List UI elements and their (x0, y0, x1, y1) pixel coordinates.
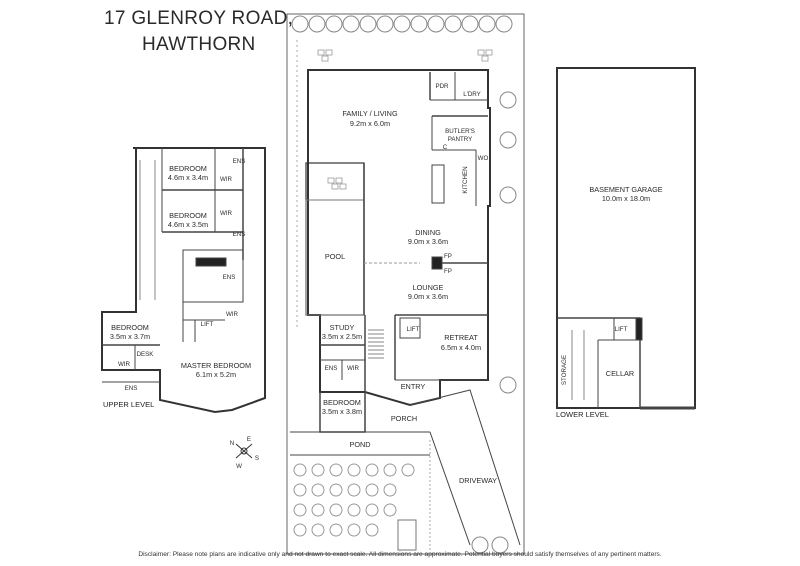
room-dining-name: DINING (415, 228, 441, 237)
label-wir-ground: WIR (347, 365, 360, 372)
side-shrubs (499, 91, 517, 394)
room-study-name: STUDY (330, 323, 355, 332)
label-ldry: L'DRY (463, 91, 481, 98)
room-retreat-dim: 6.5m x 4.0m (441, 343, 481, 352)
room-family-dim: 9.2m x 6.0m (350, 119, 390, 128)
room-bedroom1-dim: 4.6m x 3.4m (168, 173, 208, 182)
room-family-name: FAMILY / LIVING (342, 109, 398, 118)
label-ens-1: ENS (233, 158, 246, 165)
label-pond: POND (349, 440, 370, 449)
label-upper-level: UPPER LEVEL (103, 400, 154, 409)
label-fp-2: FP (444, 268, 452, 275)
label-entry: ENTRY (401, 382, 426, 391)
stairs-ground (368, 329, 384, 359)
room-bedroom3-dim: 3.5m x 3.7m (110, 332, 150, 341)
room-bedroom2-name: BEDROOM (169, 211, 207, 220)
label-butler-1: BUTLER'S (445, 128, 475, 135)
label-cellar: CELLAR (606, 369, 634, 378)
label-lower-level: LOWER LEVEL (556, 410, 609, 419)
house-outline (307, 69, 491, 407)
room-garage-name: BASEMENT GARAGE (589, 185, 662, 194)
label-ens-4: ENS (125, 385, 138, 392)
label-wir-3: WIR (226, 311, 239, 318)
label-lift-ground: LIFT (407, 326, 420, 333)
label-ens-ground: ENS (325, 365, 338, 372)
label-desk: DESK (137, 351, 155, 358)
label-c: C (443, 144, 448, 151)
property-title: 17 GLENROY ROAD, HAWTHORN (104, 6, 293, 58)
lift-shaft (399, 317, 421, 339)
disclaimer: Disclaimer: Please note plans are indica… (138, 551, 662, 558)
label-lift-upper: LIFT (201, 321, 214, 328)
room-master-dim: 6.1m x 5.2m (196, 370, 236, 379)
label-wo: WO (478, 155, 489, 162)
ensuite-upper (182, 249, 244, 303)
room-bedroom-ground-name: BEDROOM (323, 398, 361, 407)
room-lounge-name: LOUNGE (413, 283, 444, 292)
label-ens-2: ENS (233, 231, 246, 238)
label-driveway: DRIVEWAY (459, 476, 497, 485)
label-fp-1: FP (444, 253, 452, 260)
stairs-lower (571, 330, 585, 400)
label-pool: POOL (325, 252, 345, 261)
driveway-edge (409, 389, 521, 546)
label-storage: STORAGE (561, 355, 568, 385)
label-pdr: PDR (435, 83, 449, 90)
compass (235, 443, 253, 459)
room-study-dim: 3.5m x 2.5m (322, 332, 362, 341)
room-retreat-name: RETREAT (444, 333, 478, 342)
room-bedroom3-name: BEDROOM (111, 323, 149, 332)
tree-row (291, 15, 513, 33)
lower-level-plan (556, 67, 696, 410)
garage-outline (556, 67, 696, 409)
room-bedroom-ground-dim: 3.5m x 3.8m (322, 407, 362, 416)
compass-w: W (236, 463, 242, 470)
compass-e: E (247, 436, 251, 443)
label-lift-lower: LIFT (615, 326, 628, 333)
room-lounge-dim: 9.0m x 3.6m (408, 292, 448, 301)
deck-pavers (327, 177, 347, 190)
room-master-name: MASTER BEDROOM (181, 361, 251, 370)
label-porch: PORCH (391, 414, 417, 423)
labels: FAMILY / LIVING 9.2m x 6.0m PDR L'DRY BU… (103, 83, 663, 485)
compass-s: S (255, 455, 259, 462)
upper-outline (101, 147, 266, 414)
site-boundary (286, 13, 525, 555)
room-bedroom2-dim: 4.6m x 3.5m (168, 220, 208, 229)
label-wir-1: WIR (220, 176, 233, 183)
garden-plants (293, 463, 415, 537)
label-kitchen: KITCHEN (462, 166, 469, 193)
title-line-2: HAWTHORN (142, 34, 256, 55)
compass-n: N (230, 440, 234, 447)
label-wir-2: WIR (220, 210, 233, 217)
upper-level-plan (101, 147, 266, 414)
label-butler-2: PANTRY (448, 136, 473, 143)
room-bedroom1-name: BEDROOM (169, 164, 207, 173)
garden-pavers (317, 49, 493, 62)
title-line-1: 17 GLENROY ROAD, (104, 8, 294, 29)
label-wir-4: WIR (118, 361, 131, 368)
pool-area (305, 162, 365, 316)
stairs-upper (139, 160, 156, 300)
room-dining-dim: 9.0m x 3.6m (408, 237, 448, 246)
ground-floor (286, 13, 525, 555)
kitchen-island (431, 164, 445, 204)
fireplace (431, 256, 443, 270)
room-garage-dim: 10.0m x 18.0m (602, 194, 650, 203)
label-ens-3: ENS (223, 274, 236, 281)
